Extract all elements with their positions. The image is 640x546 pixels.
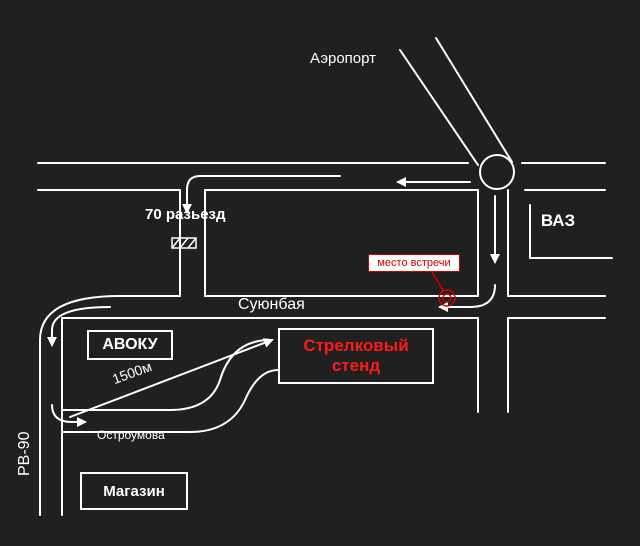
route-arrow-south-west: [51, 404, 87, 427]
label-rv90: РВ-90: [16, 431, 33, 476]
meeting-point-text: место встречи: [377, 257, 451, 269]
place-magazin: Магазин: [80, 472, 188, 510]
label-ostroumova: Остроумова: [97, 428, 165, 442]
label-suyunbaya: Суюнбая: [238, 296, 305, 313]
meeting-point-leader: [431, 271, 445, 293]
road-airport-west: [399, 49, 479, 166]
route-arrow-1500m: [69, 338, 274, 418]
place-avoku: АВОКУ: [87, 330, 173, 360]
roundabout: [479, 154, 515, 190]
meeting-point-marker-inner: [442, 293, 452, 303]
meeting-point-label: место встречи: [368, 254, 460, 272]
meeting-point-marker: [438, 289, 456, 307]
road-ostroumova-south: [61, 369, 279, 433]
route-arrow-suyunbaya-west: [438, 284, 496, 312]
road-airport-east: [435, 37, 513, 163]
label-70-razyezd: 70 разьезд: [145, 206, 226, 223]
place-vaz: ВАЗ: [528, 203, 588, 239]
route-arrow-west: [47, 306, 111, 347]
place-shooting-range: Стрелковый стенд: [278, 328, 434, 384]
place-shooting-range-line1: Стрелковый: [303, 336, 409, 355]
road-rv90-outer: [39, 295, 121, 516]
place-avoku-label: АВОКУ: [102, 336, 158, 353]
railway-crossing-icon: [171, 237, 197, 249]
road-ostroumova-north: [61, 339, 271, 411]
route-arrow-turn-down: [182, 175, 341, 214]
place-magazin-label: Магазин: [103, 482, 165, 500]
label-airport: Аэропорт: [310, 50, 377, 67]
place-vaz-label: ВАЗ: [540, 211, 576, 230]
place-shooting-range-line2: стенд: [331, 356, 381, 375]
